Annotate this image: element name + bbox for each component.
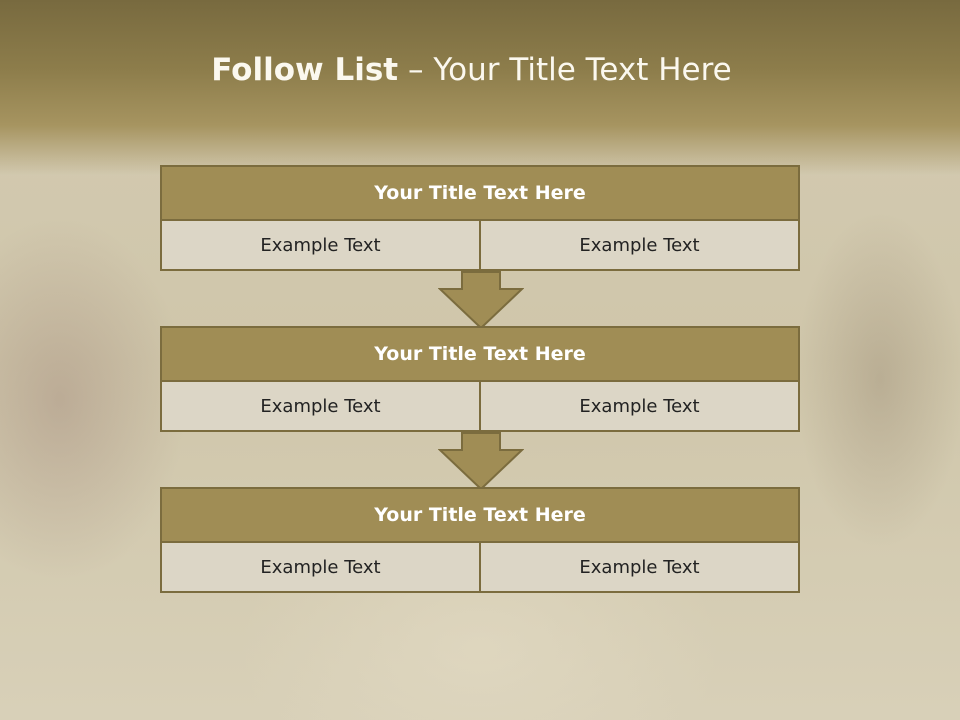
slide-title-bold: Follow List: [211, 52, 399, 88]
block-cell-right: Example Text: [481, 221, 800, 271]
block-row: Example Text Example Text: [160, 221, 800, 271]
down-arrow-icon: [438, 271, 524, 329]
block-title: Your Title Text Here: [160, 326, 800, 382]
block-cell-left: Example Text: [160, 221, 481, 271]
block-title: Your Title Text Here: [160, 487, 800, 543]
block-row: Example Text Example Text: [160, 543, 800, 593]
list-block-1: Your Title Text Here Example Text Exampl…: [160, 165, 800, 271]
list-block-3: Your Title Text Here Example Text Exampl…: [160, 487, 800, 593]
block-cell-right: Example Text: [481, 382, 800, 432]
block-title: Your Title Text Here: [160, 165, 800, 221]
list-block-2: Your Title Text Here Example Text Exampl…: [160, 326, 800, 432]
block-cell-right: Example Text: [481, 543, 800, 593]
slide-title: Follow List – Your Title Text Here: [0, 52, 943, 88]
slide-title-rest: – Your Title Text Here: [398, 52, 732, 88]
block-cell-left: Example Text: [160, 382, 481, 432]
block-cell-left: Example Text: [160, 543, 481, 593]
down-arrow-icon: [438, 432, 524, 490]
block-row: Example Text Example Text: [160, 382, 800, 432]
